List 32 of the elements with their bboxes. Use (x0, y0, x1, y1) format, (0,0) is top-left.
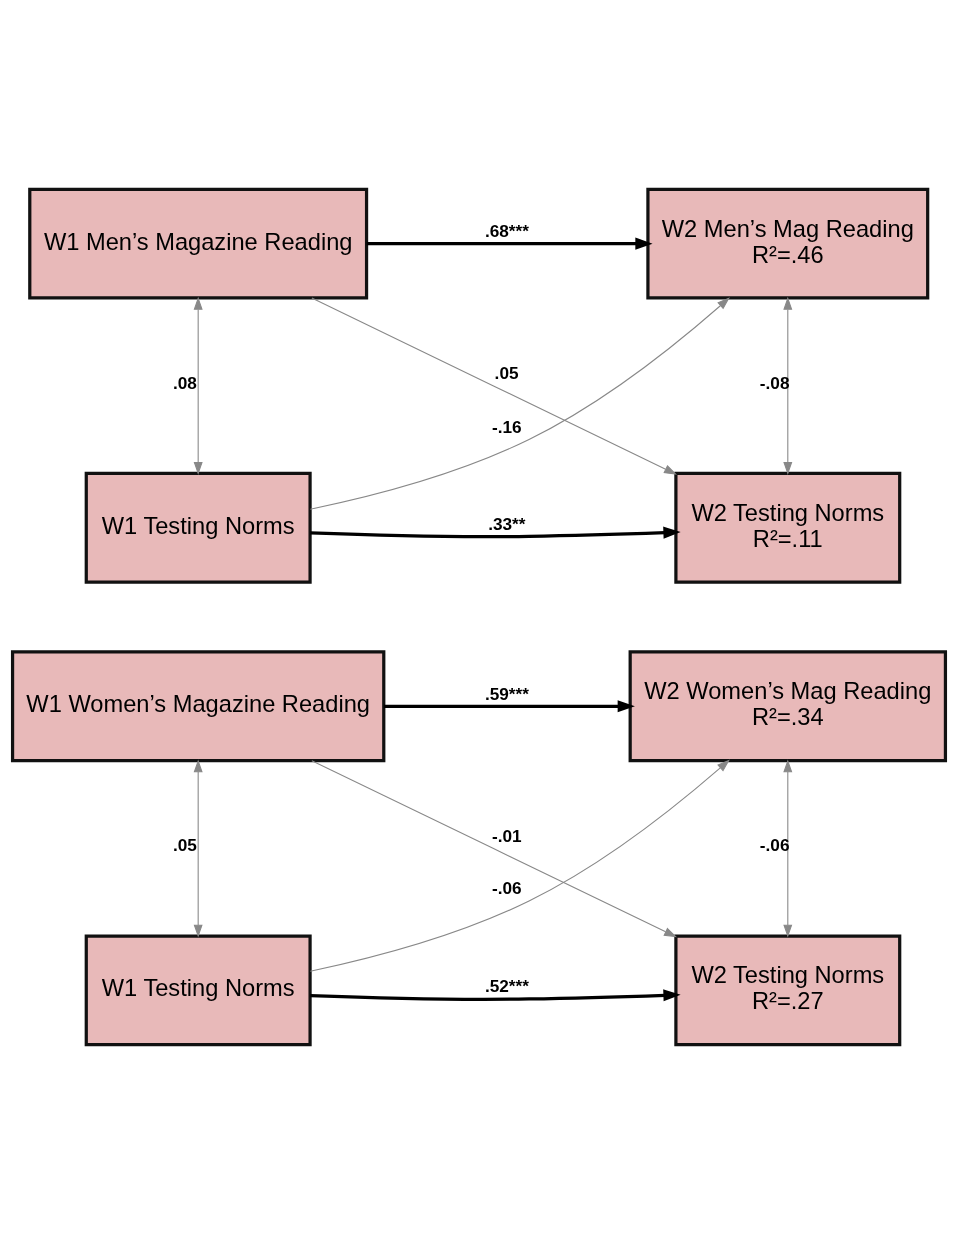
arrow (311, 297, 677, 475)
node-box: W2 Testing Norms R²=.27 (674, 933, 902, 1046)
edge-label: .05 (494, 362, 519, 383)
node-box: W2 Men’s Mag Reading R²=.46 (646, 187, 930, 300)
arrow (310, 526, 681, 539)
node-box: W2 Women’s Mag Reading R²=.34 (628, 649, 948, 762)
arrow (309, 296, 730, 510)
arrow (311, 759, 677, 937)
edge-label: -.06 (759, 834, 790, 855)
node-box: W1 Testing Norms (84, 471, 312, 584)
edge-label: .33** (488, 513, 526, 534)
edge-label: .52*** (484, 975, 529, 996)
arrow (366, 237, 653, 250)
edge-label: -.06 (491, 877, 522, 898)
edge-label: .59*** (484, 683, 529, 704)
edge-label: .68*** (484, 220, 529, 241)
edge-label: -.01 (491, 825, 522, 846)
arrow (193, 296, 203, 475)
edge-label: -.16 (491, 416, 522, 437)
arrow (310, 988, 681, 1001)
arrow (383, 699, 635, 712)
arrow (309, 759, 730, 972)
node-box: W1 Testing Norms (84, 933, 312, 1046)
node-box: W2 Testing Norms R²=.11 (674, 471, 902, 584)
node-box: W1 Women’s Magazine Reading (10, 649, 386, 762)
node-box: W1 Men’s Magazine Reading (28, 187, 369, 300)
edge-label: .05 (172, 834, 197, 855)
arrow (783, 296, 793, 475)
edge-label: .08 (172, 372, 197, 393)
arrow (193, 758, 203, 938)
edge-label: -.08 (759, 372, 790, 393)
arrow (783, 758, 793, 938)
